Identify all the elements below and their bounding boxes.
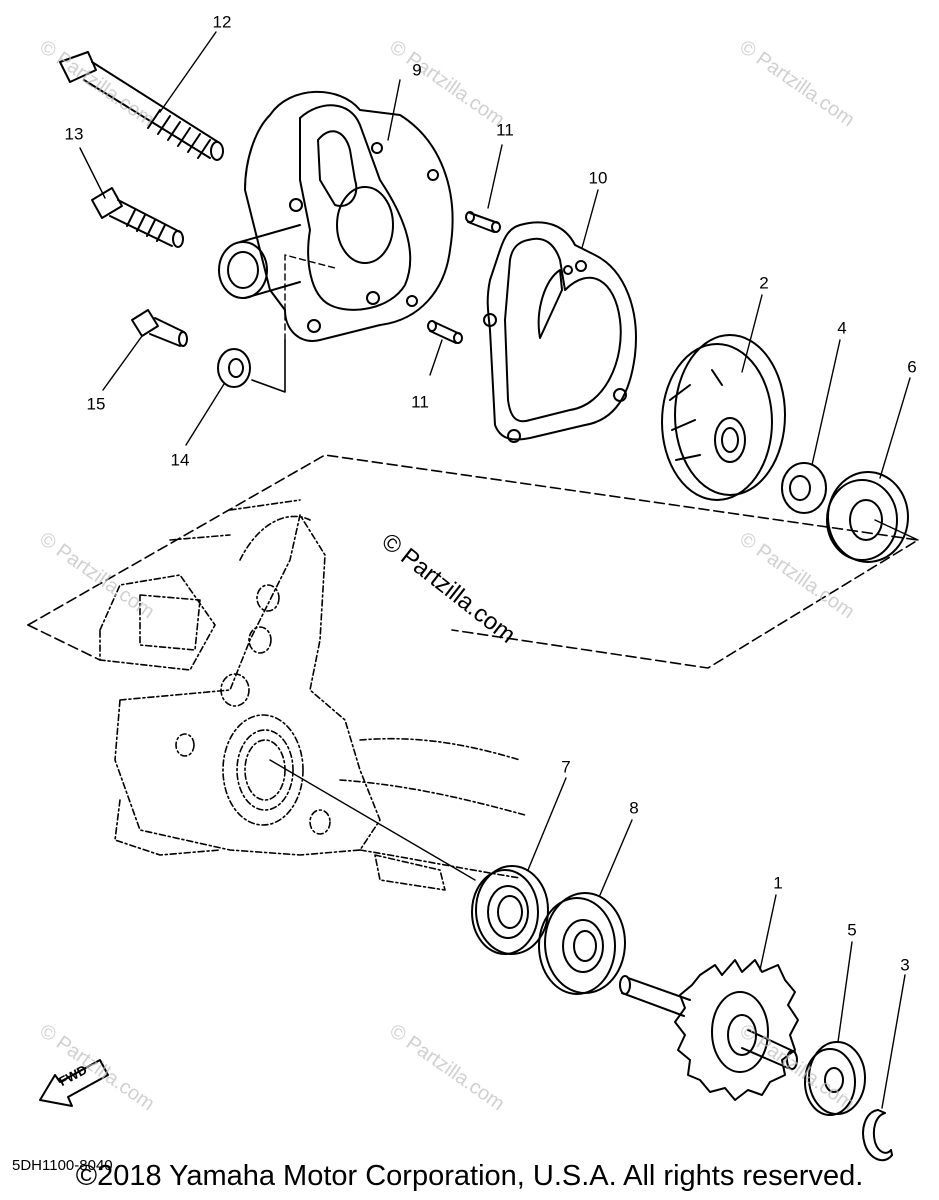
diagram-code: 5DH1100-8040 [12, 1157, 113, 1174]
dowel-pin-11-upper [465, 211, 501, 233]
washer-4 [781, 462, 827, 514]
forward-arrow [39, 1059, 109, 1107]
callout-4[interactable]: 4 [837, 318, 847, 338]
callout-7[interactable]: 7 [561, 757, 571, 777]
callout-13[interactable]: 13 [64, 124, 84, 144]
copyright-notice: ©2018 Yamaha Motor Corporation, U.S.A. A… [75, 1160, 864, 1192]
pump-cover-9 [218, 90, 454, 342]
leader-lines [79, 31, 911, 1109]
bolt-12 [59, 51, 224, 161]
reference-plane-outline [27, 454, 919, 669]
washer-5 [804, 1041, 866, 1116]
callout-3[interactable]: 3 [900, 955, 910, 975]
callout-11-upper[interactable]: 11 [496, 120, 514, 140]
callout-2[interactable]: 2 [759, 273, 769, 293]
crankcase-outline [99, 499, 526, 891]
callout-8[interactable]: 8 [629, 798, 639, 818]
bolt-15 [131, 309, 188, 347]
gasket-10 [483, 221, 637, 443]
callout-14[interactable]: 14 [170, 450, 190, 470]
bearing-7 [471, 865, 549, 955]
impeller-shaft-gear-1 [619, 959, 799, 1101]
callout-5[interactable]: 5 [847, 920, 857, 940]
washer-14 [217, 254, 336, 393]
callout-12[interactable]: 12 [212, 12, 232, 32]
circlip-3 [862, 1109, 893, 1162]
dowel-pin-11-lower [427, 320, 463, 344]
callout-6[interactable]: 6 [907, 357, 917, 377]
callout-10[interactable]: 10 [588, 168, 608, 188]
impeller-2 [661, 334, 786, 501]
callout-11-lower[interactable]: 11 [411, 392, 429, 412]
oil-seal-6 [826, 471, 919, 563]
bolt-13 [91, 187, 184, 248]
callout-9[interactable]: 9 [412, 60, 422, 80]
callout-15[interactable]: 15 [86, 394, 106, 414]
callout-1[interactable]: 1 [773, 873, 783, 893]
bearing-8 [538, 892, 626, 995]
